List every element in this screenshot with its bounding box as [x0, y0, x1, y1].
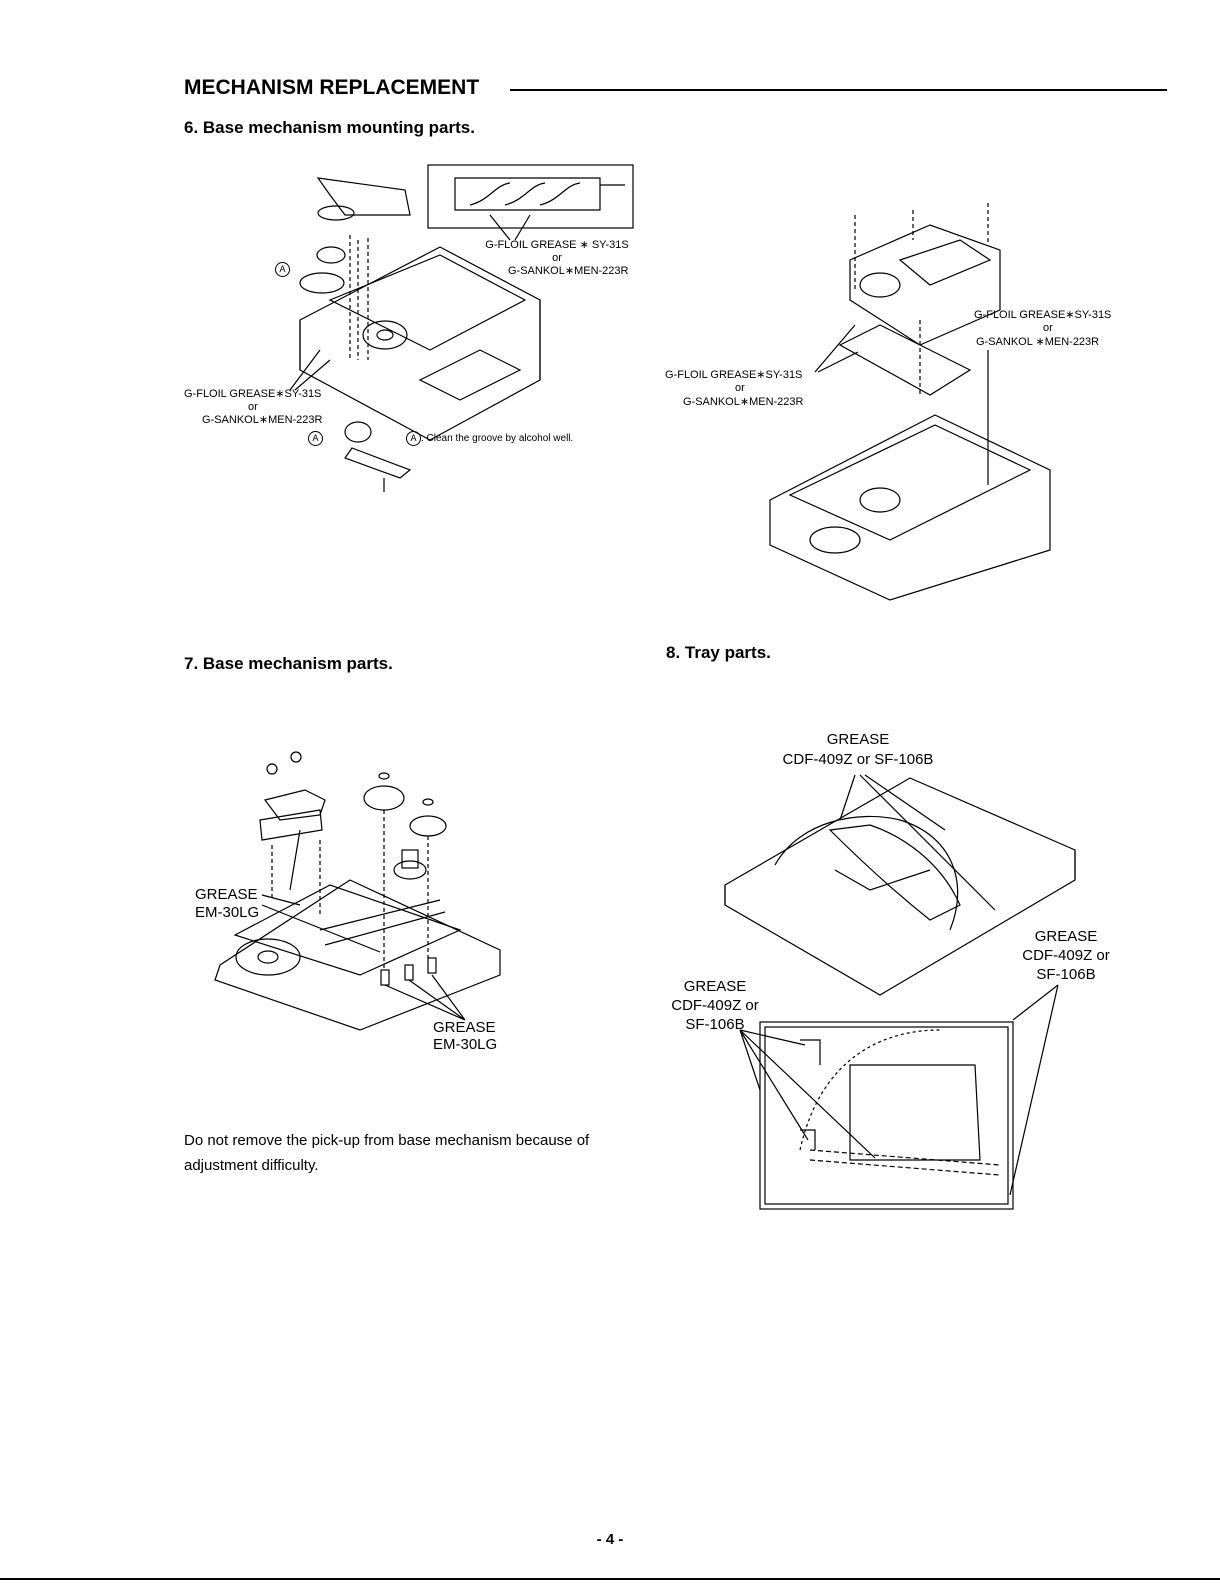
fig7-grease-top-code: EM-30LG	[195, 904, 260, 921]
page-number: - 4 -	[596, 1531, 624, 1548]
fig8-left-code1: CDF-409Z or	[671, 997, 759, 1014]
section-6-title: 6. Base mechanism mounting parts.	[184, 118, 475, 137]
note-line-1: Do not remove the pick-up from base mech…	[184, 1132, 590, 1149]
marker-a-lower: A	[308, 431, 323, 446]
fig6-left-line2: G-SANKOL∗MEN-223R	[202, 414, 323, 426]
fig7-drawing	[214, 751, 501, 1031]
fig6b-left-line2: G-SANKOL∗MEN-223R	[683, 396, 804, 408]
fig6-right-drawing	[769, 203, 1051, 601]
fig7-grease-bottom-code: EM-30LG	[433, 1036, 498, 1053]
fig8-top-drawing	[724, 774, 1076, 996]
page-heading: MECHANISM REPLACEMENT	[184, 76, 480, 99]
fig8-top-grease: GREASE	[826, 731, 890, 748]
fig6-left-or: or	[248, 401, 258, 413]
footer-rule	[0, 1578, 1220, 1580]
fig7-grease-bottom: GREASE	[433, 1019, 496, 1036]
fig6b-left-line1: G-FLOIL GREASE∗SY-31S	[665, 369, 803, 381]
fig6b-right-line2: G-SANKOL ∗MEN-223R	[976, 336, 1100, 348]
section-8-title: 8. Tray parts.	[666, 643, 771, 662]
fig8-right-grease: GREASE	[1034, 928, 1098, 945]
fig7-grease-top: GREASE	[195, 886, 258, 903]
fig6-or: or	[552, 252, 562, 264]
marker-a-upper: A	[275, 262, 290, 277]
fig6-grease-line1: G-FLOIL GREASE ∗ SY-31S	[485, 239, 629, 251]
marker-a-legend: A	[406, 431, 421, 446]
fig6b-right-line1: G-FLOIL GREASE∗SY-31S	[974, 309, 1112, 321]
section-7-title: 7. Base mechanism parts.	[184, 654, 393, 673]
fig8-right-code2: SF-106B	[1036, 966, 1096, 983]
fig8-right-code1: CDF-409Z or	[1022, 947, 1110, 964]
heading-rule	[510, 89, 1167, 91]
fig8-top-code: CDF-409Z or SF-106B	[782, 751, 934, 768]
fig6b-left-or: or	[735, 382, 745, 394]
fig6-left-line1: G-FLOIL GREASE∗SY-31S	[184, 388, 322, 400]
fig8-left-code2: SF-106B	[685, 1016, 745, 1033]
fig8-left-grease: GREASE	[683, 978, 747, 995]
fig6-clean-note: : Clean the groove by alcohol well.	[421, 433, 574, 444]
fig6-grease-line2: G-SANKOL∗MEN-223R	[508, 265, 629, 277]
fig6b-right-or: or	[1043, 322, 1053, 334]
note-line-2: adjustment difficulty.	[184, 1157, 319, 1174]
fig8-bottom-drawing	[739, 984, 1059, 1210]
fig6-left-drawing	[289, 164, 634, 492]
